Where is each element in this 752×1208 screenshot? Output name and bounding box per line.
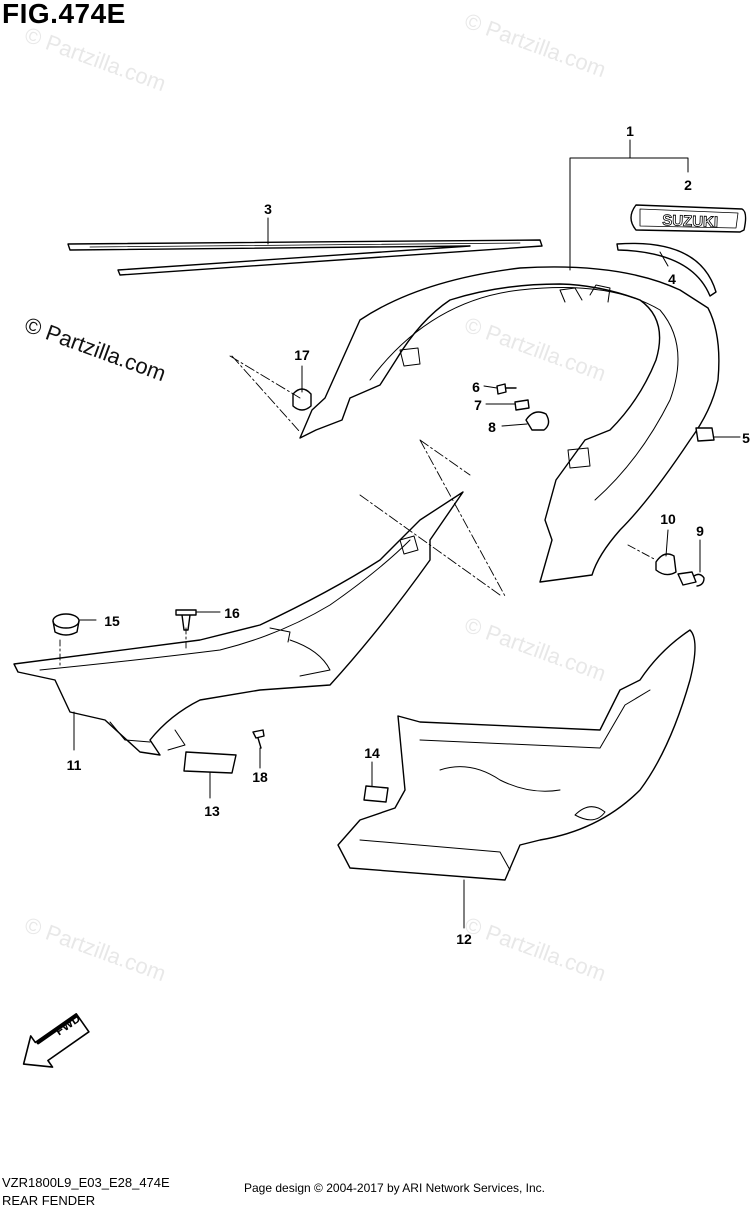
part-9-bolt (677, 571, 705, 587)
part-8-cushion (525, 411, 550, 431)
callout-11: 11 (67, 757, 82, 773)
part-3-stripe (67, 239, 543, 276)
callout-3: 3 (264, 201, 272, 217)
part-1-rear-fender-cover (299, 266, 720, 583)
part-7-collar (514, 399, 530, 411)
callout-2: 2 (684, 177, 692, 193)
figure-title: FIG.474E (2, 0, 126, 29)
part-17-cushion (292, 388, 312, 411)
model-code: VZR1800L9_E03_E28_474E (2, 1175, 170, 1190)
callout-7: 7 (474, 397, 482, 413)
part-16-rivet (175, 609, 197, 631)
copyright-notice: Page design © 2004-2017 by ARI Network S… (244, 1181, 546, 1195)
part-14-pad (363, 785, 389, 803)
part-4-trim (616, 242, 717, 297)
callout-8: 8 (488, 419, 496, 435)
callout-10: 10 (660, 511, 676, 527)
part-13-pad (183, 751, 237, 774)
decal-text: SUZUKI (662, 212, 718, 231)
part-10-cushion (655, 553, 677, 576)
callout-18: 18 (252, 769, 268, 785)
callout-9: 9 (696, 523, 704, 539)
part-11-rear-fender (13, 491, 464, 756)
callout-6: 6 (472, 379, 480, 395)
callout-5: 5 (742, 430, 750, 446)
section-name: REAR FENDER (2, 1193, 96, 1208)
part-12-side-cover (337, 629, 696, 881)
callout-15: 15 (104, 613, 120, 629)
part-6-bolt (496, 383, 517, 395)
callout-4: 4 (668, 271, 676, 287)
callout-16: 16 (224, 605, 240, 621)
fwd-arrow-icon (22, 1012, 90, 1068)
callout-14: 14 (364, 745, 380, 761)
part-15-grommet (52, 613, 80, 629)
callout-1: 1 (626, 123, 634, 139)
part-18-screw (252, 729, 265, 749)
callout-13: 13 (204, 803, 220, 819)
callout-12: 12 (456, 931, 472, 947)
part-5-nut (695, 427, 715, 442)
callout-17: 17 (294, 347, 310, 363)
